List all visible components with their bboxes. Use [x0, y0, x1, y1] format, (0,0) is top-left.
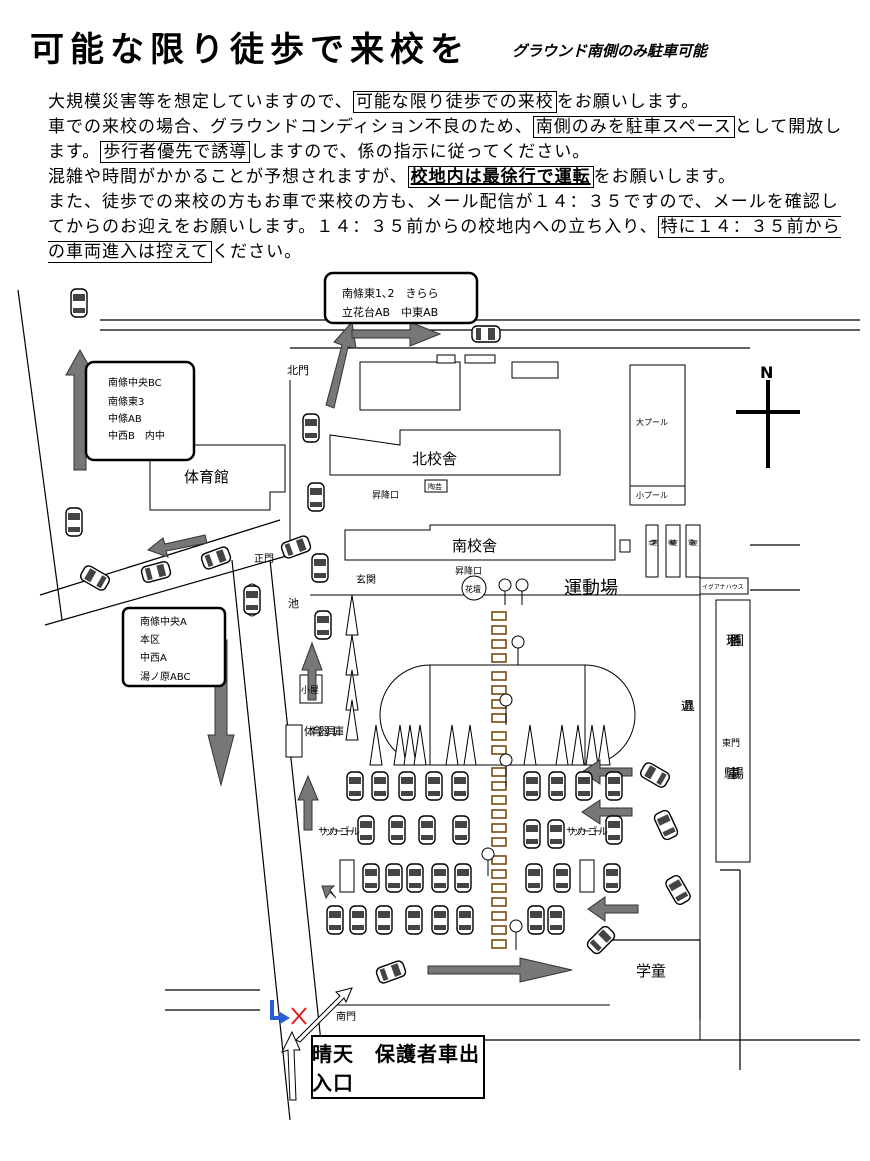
kiln-label: 陶芸	[428, 482, 442, 491]
stairs1-label: 昇降口	[372, 489, 399, 501]
hut-label: 小屋	[301, 685, 319, 696]
science-garden-label: 理科園	[726, 634, 744, 649]
gym-label: 体育館	[184, 468, 229, 486]
intro-text: 大規模災害等を想定していますので、可能な限り徒歩での来校をお願いします。 車での…	[28, 90, 843, 265]
page-title: 可能な限り徒歩で来校を	[30, 30, 470, 70]
svg-text:中條AB: 中條AB	[108, 412, 142, 425]
svg-text:立花台AB 中東AB: 立花台AB 中東AB	[342, 305, 438, 319]
traffic-arrows	[65, 320, 639, 983]
slow-drive-emphasis: 校地内は最徐行で運転	[407, 166, 594, 188]
stairs2-label: 昇降口	[455, 565, 482, 577]
small-pool-label: 小プール	[636, 491, 668, 500]
shed1-label: ポンプ室	[648, 539, 658, 547]
soccer-goal-right-label: サッカーゴール	[566, 825, 608, 838]
east-gate-label: 東門	[722, 737, 740, 749]
svg-text:南條東1､2 きらら: 南條東1､2 きらら	[342, 286, 439, 300]
svg-text:中西B 内中: 中西B 内中	[108, 429, 165, 442]
svg-text:本区: 本区	[140, 633, 160, 646]
south-building-label: 南校舎	[452, 537, 497, 555]
big-pool-label: 大プール	[636, 417, 668, 427]
route-box-north: 南條東1､2 きらら 立花台AB 中東AB	[323, 271, 479, 325]
north-building-label: 北校舎	[412, 450, 457, 468]
iguana-house-label: イグアナハウス	[702, 583, 744, 591]
guide-staff	[481, 578, 529, 950]
shed2-label: 機械室	[668, 539, 678, 547]
parking-label: 駐車場	[724, 767, 744, 782]
buildings	[149, 354, 751, 893]
route-box-southwest: 南條中央A 本区 中西A 湯ノ原ABC	[121, 606, 227, 688]
parking-box: 南側のみを駐車スペース	[532, 116, 735, 138]
svg-text:南條中央BC: 南條中央BC	[108, 376, 162, 389]
north-compass	[736, 380, 800, 468]
shed3-label: 電気室	[688, 539, 698, 547]
svg-text:南條中央A: 南條中央A	[140, 615, 187, 628]
pedestrian-box: 歩行者優先で誘導	[100, 141, 251, 163]
north-gate-label: 北門	[287, 364, 309, 377]
exit-markers	[270, 987, 353, 1101]
roads	[17, 289, 860, 1121]
svg-text:南條東3: 南條東3	[108, 395, 144, 408]
south-gate-label: 南門	[336, 1010, 356, 1023]
pedestrian-path	[491, 611, 507, 949]
flowerbed-label: 花壇	[465, 584, 481, 594]
entrance-label: 玄関	[356, 573, 376, 586]
exit-sign-text: 晴天 保護者車出入口	[312, 1042, 480, 1095]
intro-paragraph-2: 車での来校の場合、グラウンドコンディション不良のため、南側のみを駐車スペースとし…	[48, 116, 843, 163]
north-label: N	[760, 363, 773, 382]
route-box-west: 南條中央BC 南條東3 中條AB 中西B 内中	[84, 360, 196, 462]
intro-paragraph-1: 大規模災害等を想定していますので、可能な限り徒歩での来校をお願いします。	[48, 91, 700, 113]
walk-box: 可能な限り徒歩での来校	[352, 91, 557, 113]
map-labels: 北門 体育館 北校舎 南校舎 昇降口 昇降口 陶芸 正門 玄関 花壇 池 運動場…	[184, 364, 744, 1023]
ground-label: 運動場	[564, 578, 618, 599]
svg-text:湯ノ原ABC: 湯ノ原ABC	[140, 670, 191, 683]
play-equipment-label: 遊具	[681, 698, 695, 713]
exit-sign	[311, 1035, 485, 1099]
soccer-goal-left-label: サッカーゴール	[318, 825, 360, 838]
gakudo-label: 学童	[636, 962, 666, 980]
pond-label: 池	[288, 597, 299, 610]
main-gate-label: 正門	[254, 553, 274, 565]
intro-paragraph-4: また、徒歩での来校の方もお車で来校の方も、メール配信が１４：３５ですので、メール…	[48, 192, 841, 263]
intro-paragraph-3: 混雑や時間がかかることが予想されますが、校地内は最徐行で運転をお願いします。	[48, 166, 736, 188]
equipment-label: 体育器具庫	[304, 724, 344, 738]
svg-text:中西A: 中西A	[140, 651, 167, 664]
page-subtitle: グラウンド南側のみ駐車可能	[512, 42, 708, 60]
vehicle-box: 特に１４：３５前からの車両進入は控えて	[48, 216, 841, 263]
